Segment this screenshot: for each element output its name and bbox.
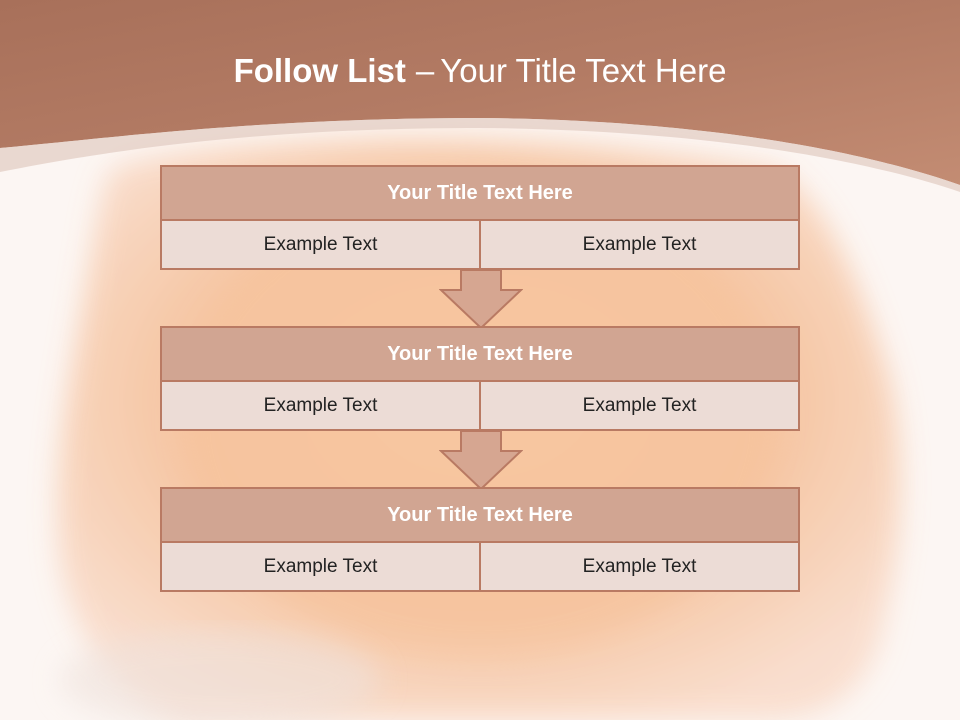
step-row: Example Text Example Text bbox=[160, 221, 800, 270]
step-cell-left: Example Text bbox=[160, 382, 481, 431]
step-title: Your Title Text Here bbox=[160, 487, 800, 543]
step-row: Example Text Example Text bbox=[160, 543, 800, 592]
down-arrow-2 bbox=[439, 431, 523, 491]
header-band bbox=[0, 0, 960, 192]
step-cell-left: Example Text bbox=[160, 221, 481, 270]
step-row: Example Text Example Text bbox=[160, 382, 800, 431]
title-bold: Follow List bbox=[233, 52, 406, 89]
step-block-3: Your Title Text Here Example Text Exampl… bbox=[160, 487, 800, 592]
slide-title: Follow List–Your Title Text Here bbox=[0, 52, 960, 90]
step-block-1: Your Title Text Here Example Text Exampl… bbox=[160, 165, 800, 270]
step-title: Your Title Text Here bbox=[160, 326, 800, 382]
step-cell-left: Example Text bbox=[160, 543, 481, 592]
title-separator: – bbox=[415, 52, 435, 89]
step-title: Your Title Text Here bbox=[160, 165, 800, 221]
down-arrow-1 bbox=[439, 270, 523, 330]
step-cell-right: Example Text bbox=[481, 543, 800, 592]
step-cell-right: Example Text bbox=[481, 382, 800, 431]
step-cell-right: Example Text bbox=[481, 221, 800, 270]
step-block-2: Your Title Text Here Example Text Exampl… bbox=[160, 326, 800, 431]
title-rest: Your Title Text Here bbox=[440, 52, 727, 89]
